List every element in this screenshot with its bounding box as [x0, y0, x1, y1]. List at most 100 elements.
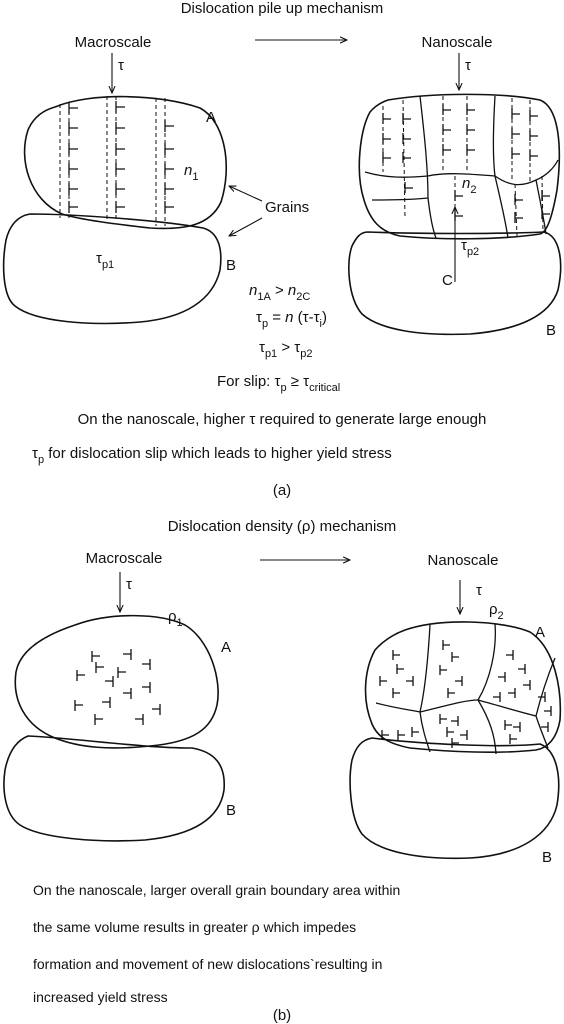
dislocation-symbol	[538, 692, 546, 702]
dislocation-symbol	[402, 113, 411, 124]
panel-b-left-grain-b	[3, 735, 225, 842]
panel-a-right-label-b: B	[546, 322, 556, 339]
dislocation-symbol	[402, 133, 411, 144]
dislocation-symbol	[411, 727, 419, 737]
panel-a-right-grain-b	[348, 231, 562, 336]
panel-b-left-tau: τ	[126, 576, 132, 593]
panel-b-rho2: ρ2	[489, 601, 504, 622]
panel-b-label: (b)	[273, 1007, 291, 1024]
dislocation-symbol	[508, 688, 516, 698]
panel-b-nanoscale-heading: Nanoscale	[428, 552, 499, 569]
panel-a-right-grain-boundary	[494, 175, 509, 239]
panel-b-right-grain-b	[349, 737, 560, 860]
dislocation-symbol	[379, 676, 387, 686]
dislocation-symbol	[68, 143, 78, 155]
panel-b-left-label-a: A	[221, 639, 231, 656]
panel-a-right-dislocations	[382, 104, 550, 223]
panel-a-right-grain-boundary	[494, 159, 559, 186]
panel-b-right-tau: τ	[476, 582, 482, 599]
dislocation-symbol	[442, 124, 451, 135]
dislocation-symbol	[544, 706, 552, 716]
dislocation-symbol	[396, 664, 404, 674]
panel-a-right-slip-line	[402, 99, 406, 219]
panel-a-equation-2: τp = n (τ-τi)	[256, 309, 327, 330]
dislocation-symbol	[135, 714, 144, 725]
panel-a-grains-arrow-upper	[229, 186, 263, 202]
dislocation-symbol	[511, 148, 520, 159]
dislocation-symbol	[454, 190, 463, 201]
panel-b-right-grain-boundary	[535, 657, 556, 749]
dislocation-symbol	[68, 102, 78, 114]
panel-b-right-dislocations	[379, 640, 552, 748]
panel-a-right-grain-boundary	[427, 173, 496, 177]
dislocation-symbol	[115, 183, 125, 195]
panel-a-right-grain-boundary	[364, 171, 429, 178]
dislocation-symbol	[142, 682, 151, 693]
dislocation-symbol	[142, 659, 151, 670]
dislocation-symbol	[451, 738, 459, 748]
panel-b-right-grain-boundary	[419, 699, 479, 713]
dislocation-symbol	[402, 152, 411, 163]
dislocation-symbol	[541, 722, 549, 732]
panel-b-left-label-b: B	[226, 802, 236, 819]
panel-b-caption-line-4: increased yield stress	[33, 989, 168, 1005]
panel-a-right-grain-boundary	[371, 197, 429, 201]
panel-a-right-grain-boundary	[492, 95, 496, 177]
panel-a-n2: n2	[462, 175, 476, 196]
panel-a-label: (a)	[273, 482, 291, 499]
panel-b-right-grain-boundary	[477, 699, 537, 717]
panel-a-left-grain-b	[2, 213, 222, 325]
dislocation-symbol	[115, 122, 125, 134]
dislocation-symbol	[74, 700, 83, 711]
dislocation-symbol	[68, 122, 78, 134]
dislocation-symbol	[123, 649, 132, 660]
dislocation-symbol	[455, 676, 463, 686]
dislocation-symbol	[511, 128, 520, 139]
panel-a-left-grain-a	[23, 95, 227, 230]
dislocation-symbol	[442, 104, 451, 115]
dislocation-symbol	[164, 120, 174, 132]
dislocation-symbol	[454, 210, 463, 221]
panel-a-right-tau: τ	[465, 57, 471, 74]
panel-a-grains-label: Grains	[265, 199, 309, 216]
dislocation-symbol	[466, 124, 475, 135]
dislocation-symbol	[91, 651, 100, 662]
panel-a: Dislocation pile up mechanism Macroscale…	[2, 0, 562, 499]
dislocation-symbol	[397, 730, 405, 740]
panel-b-right-grain-boundary	[477, 699, 497, 755]
dislocation-symbol	[541, 208, 550, 219]
panel-b: Dislocation density (ρ) mechanism Macros…	[3, 518, 562, 1024]
panel-a-left-dislocations	[68, 101, 174, 213]
panel-a-macroscale-heading: Macroscale	[75, 34, 152, 51]
dislocation-symbol	[115, 163, 125, 175]
panel-a-caption-line-2: τp for dislocation slip which leads to h…	[32, 445, 392, 466]
panel-a-equation-4: For slip: τp ≥ τcritical	[217, 373, 340, 394]
panel-a-right-grain-a	[358, 93, 561, 240]
panel-a-equation-3: τp1 > τp2	[259, 339, 312, 360]
dislocation-symbol	[529, 110, 538, 121]
dislocation-symbol	[123, 688, 132, 699]
dislocation-symbol	[94, 714, 103, 725]
panel-a-right-grain-boundary	[535, 179, 547, 235]
panel-a-left-label-a: A	[206, 109, 216, 126]
panel-b-right-grain-boundary	[375, 702, 421, 713]
dislocation-symbol	[460, 730, 468, 740]
dislocation-symbol	[529, 150, 538, 161]
panel-b-left-dislocations	[74, 649, 161, 725]
dislocation-symbol	[498, 672, 506, 682]
dislocation-symbol	[523, 680, 531, 690]
dislocation-symbol	[466, 144, 475, 155]
dislocation-symbol	[439, 714, 447, 724]
panel-b-right-label-b: B	[542, 849, 552, 866]
dislocation-symbol	[95, 662, 104, 673]
panel-b-right-grain-boundary	[419, 711, 431, 753]
dislocation-symbol	[164, 201, 174, 213]
dislocation-symbol	[392, 650, 400, 660]
dislocation-symbol	[447, 688, 455, 698]
dislocation-symbol	[511, 108, 520, 119]
dislocation-symbol	[513, 722, 521, 732]
dislocation-symbol	[382, 133, 391, 144]
dislocation-symbol	[514, 212, 523, 223]
dislocation-symbol	[446, 727, 454, 737]
